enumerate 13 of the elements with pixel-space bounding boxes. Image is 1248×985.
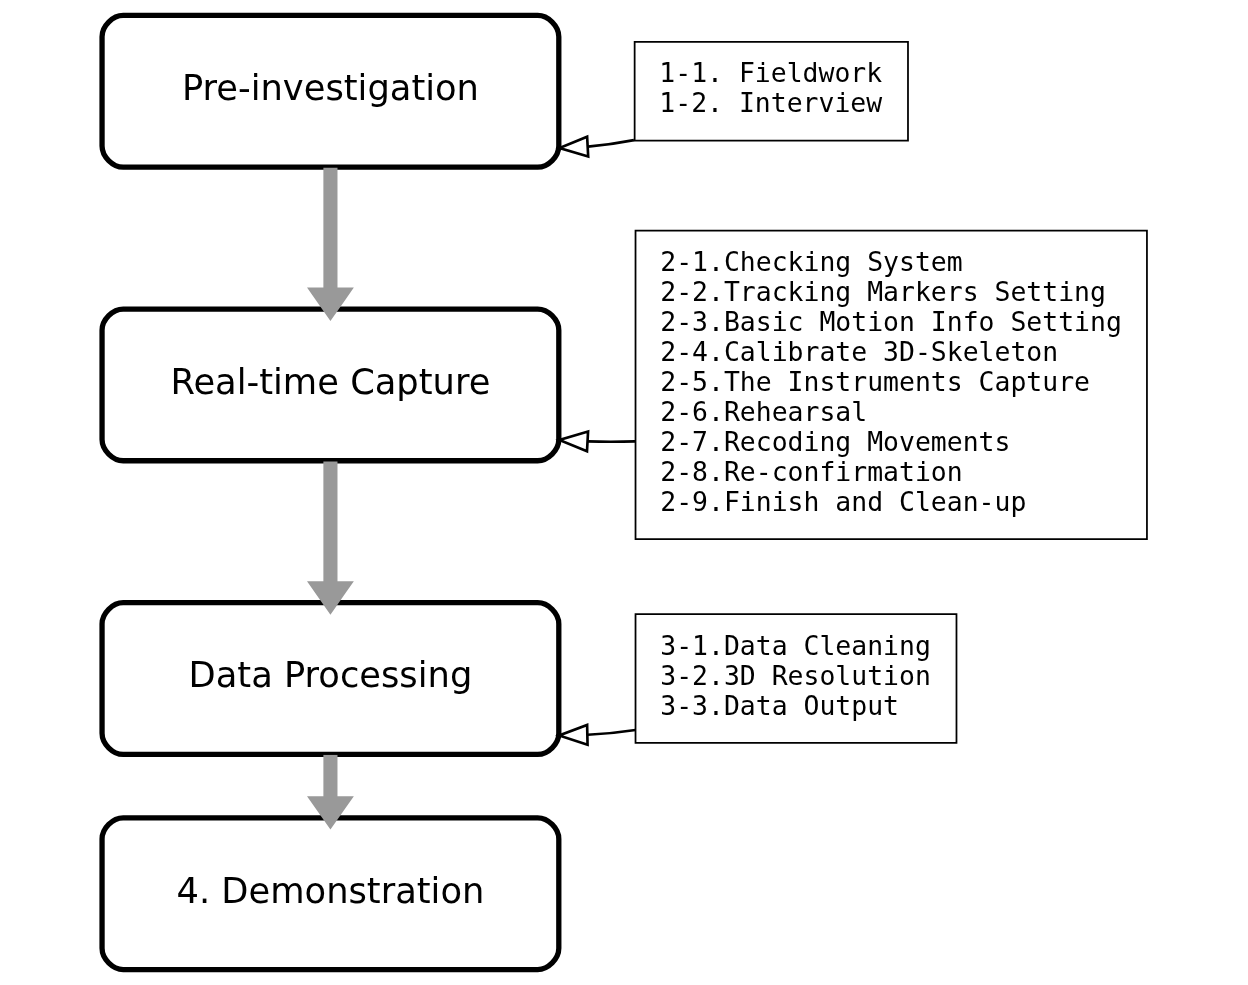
arrow: [554, 723, 636, 747]
arrow: [306, 754, 354, 830]
arrow: [306, 167, 354, 321]
arrow: [306, 461, 354, 615]
node-box: 1-1. Fieldwork 1-2. Interview: [633, 41, 909, 142]
node-box: 3-1.Data Cleaning 3-2.3D Resolution 3-3.Data Output: [634, 613, 957, 744]
arrow: [554, 429, 635, 454]
node-box: 2-1.Checking System 2-2.Tracking Markers Setting 2-3.Basic Motion Info Setting 2-4.Calibrate 3D-Skeleton 2-5.The Instruments Capture 2-6.Rehearsal 2-7.Recoding Movements 2-8.Re-confirmation 2-9.Finish and Clean-up: [634, 229, 1148, 541]
node-box: Real-time Capture: [98, 306, 561, 464]
node-box: Data Processing: [98, 600, 561, 758]
node-box: Pre-investigation: [98, 12, 561, 170]
arrow: [554, 134, 634, 159]
node-box: 4. Demonstration: [98, 815, 561, 973]
